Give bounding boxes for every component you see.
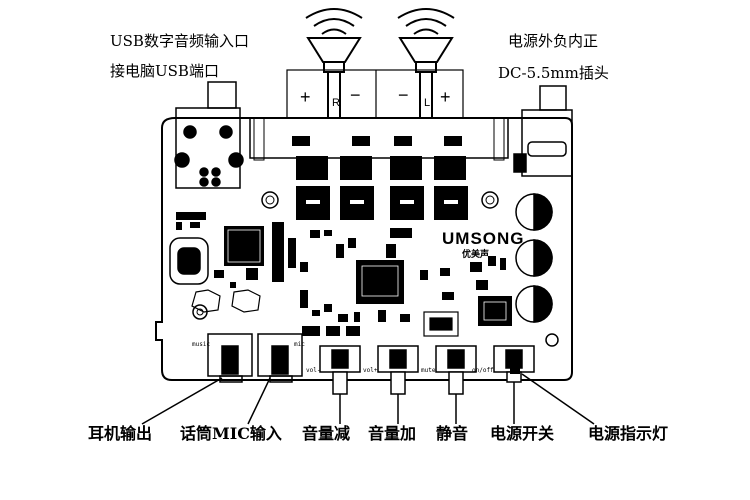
brand-chinese: 优美声 [462, 249, 490, 259]
left-r-mark: R [332, 97, 340, 109]
usb-input-label: USB数字音频输入口 [110, 32, 249, 50]
left-speaker-icon [305, 8, 363, 118]
left-minus-mark: − [350, 85, 361, 105]
dc-jack-label: DC-5.5mm插头 [498, 64, 609, 82]
right-speaker-icon [397, 8, 455, 118]
usb-decoder-chip [176, 212, 296, 288]
leader-lines [141, 373, 595, 425]
power-polarity-label: 电源外负内正 [508, 32, 599, 50]
terminal-rail [249, 117, 509, 159]
mute-mark: mute [421, 367, 436, 374]
mic-in-label: 话筒MIC输入 [180, 424, 282, 443]
vol-up-label: 音量加 [368, 424, 417, 443]
power-switch-button [493, 345, 535, 383]
on-off-mark: on/off [472, 367, 494, 374]
vol-up-button [377, 345, 419, 395]
music-mark: music [192, 341, 211, 348]
headphone-out-label: 耳机输出 [88, 424, 153, 443]
brand-logo: UMSONG [442, 229, 525, 248]
vol-down-button [319, 345, 361, 395]
power-led [510, 368, 520, 374]
electrolytic-capacitors [515, 193, 553, 323]
usb-port [174, 81, 244, 189]
power-mosfet [478, 296, 512, 326]
speaker-connector-box [286, 69, 464, 119]
crystal-oscillator [169, 237, 209, 285]
left-plus-mark: + [300, 87, 311, 107]
main-dsp-chip [356, 260, 404, 304]
power-switch-label: 电源开关 [490, 424, 555, 443]
mute-button [435, 345, 477, 395]
right-l-mark: L [424, 97, 431, 109]
dc-power-jack [513, 85, 573, 177]
vol-plus-mark: vol+ [363, 367, 378, 374]
right-minus-mark: − [398, 85, 409, 105]
output-inductors [296, 156, 468, 220]
headphone-jack [207, 333, 253, 383]
power-led-label: 电源指示灯 [588, 424, 669, 443]
right-plus-mark: + [440, 87, 451, 107]
usb-pc-label: 接电脑USB端口 [110, 62, 219, 80]
vol-down-label: 音量减 [302, 424, 351, 443]
mic-jack [257, 333, 303, 383]
vol-minus-mark: vol- [306, 367, 321, 374]
mute-label: 静音 [436, 424, 469, 443]
mic-mark: mic [294, 341, 305, 348]
